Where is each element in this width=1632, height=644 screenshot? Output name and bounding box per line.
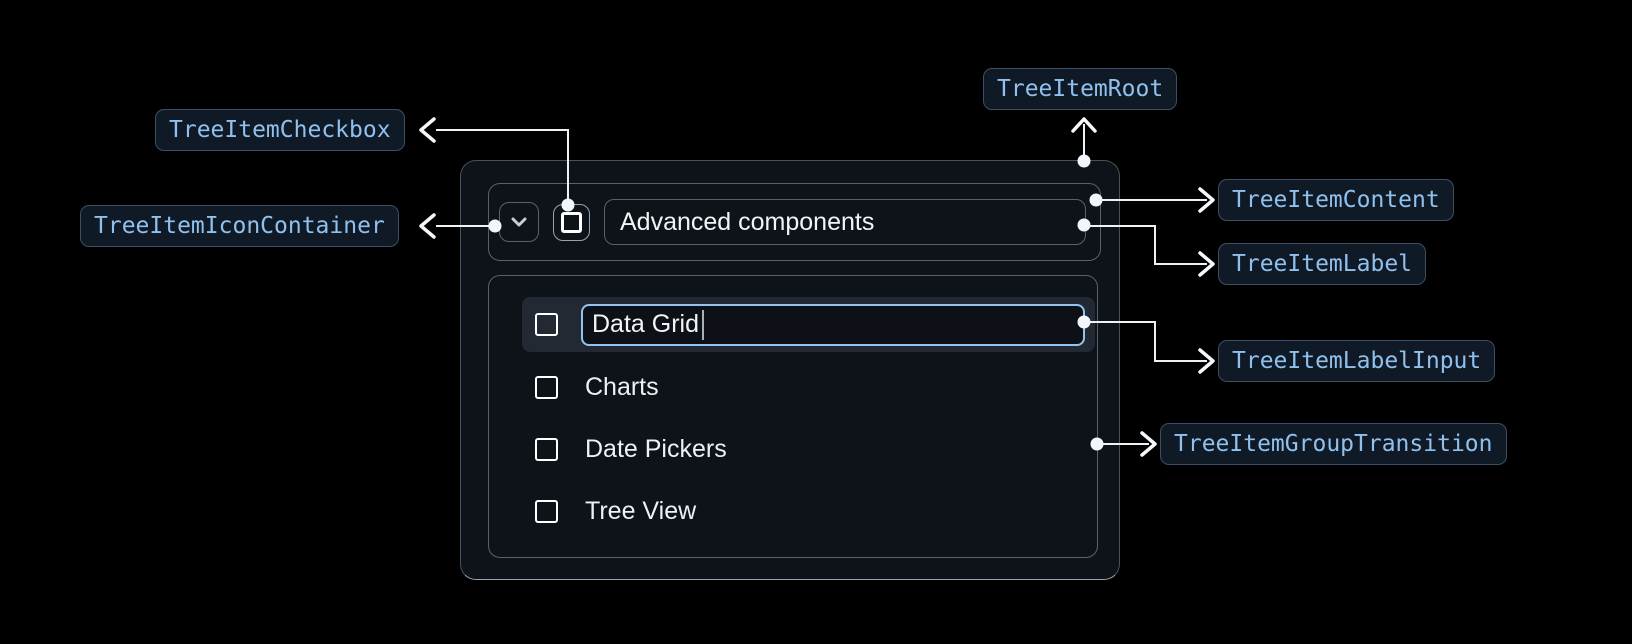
annotation-chip-tree-item-label: TreeItemLabel bbox=[1218, 243, 1427, 285]
annotation-text: TreeItemIconContainer bbox=[94, 213, 385, 239]
item-checkbox[interactable] bbox=[535, 499, 558, 523]
label-input-value: Data Grid bbox=[592, 310, 699, 338]
tree-item-row[interactable]: Date Pickers bbox=[489, 418, 1097, 480]
annotation-text: TreeItemGroupTransition bbox=[1174, 431, 1493, 457]
tree-item-content[interactable]: Advanced components bbox=[488, 183, 1101, 261]
annotation-text: TreeItemRoot bbox=[997, 76, 1164, 102]
item-label-text: Charts bbox=[585, 372, 659, 401]
tree-item-row[interactable]: Tree View bbox=[489, 480, 1097, 542]
tree-item-row-editing[interactable]: Data Grid bbox=[522, 297, 1095, 352]
checkbox-unchecked-icon bbox=[561, 211, 582, 233]
text-cursor bbox=[701, 309, 705, 340]
annotation-chip-tree-item-label-input: TreeItemLabelInput bbox=[1218, 340, 1496, 382]
chevron-down-icon bbox=[511, 217, 527, 227]
annotation-chip-tree-item-group-transition: TreeItemGroupTransition bbox=[1160, 423, 1507, 465]
annotation-chip-tree-item-checkbox: TreeItemCheckbox bbox=[155, 109, 405, 151]
annotation-chip-tree-item-root: TreeItemRoot bbox=[983, 68, 1178, 110]
annotation-text: TreeItemLabelInput bbox=[1232, 348, 1482, 374]
tree-item-row[interactable]: Charts bbox=[489, 356, 1097, 418]
annotation-text: TreeItemLabel bbox=[1232, 251, 1413, 277]
annotation-text: TreeItemContent bbox=[1232, 187, 1440, 213]
annotation-chip-tree-item-content: TreeItemContent bbox=[1218, 179, 1454, 221]
item-checkbox[interactable] bbox=[535, 437, 558, 461]
tree-item-label-input[interactable]: Data Grid bbox=[581, 303, 1085, 346]
parent-label-text: Advanced components bbox=[620, 207, 875, 236]
annotation-text: TreeItemCheckbox bbox=[169, 117, 391, 143]
tree-item-label[interactable]: Advanced components bbox=[604, 199, 1086, 245]
annotation-chip-tree-item-icon-container: TreeItemIconContainer bbox=[80, 205, 399, 247]
item-label-text: Tree View bbox=[585, 496, 697, 525]
tree-item-group-transition: Data Grid Charts Date Pickers Tree View bbox=[488, 275, 1098, 558]
tree-item-root: Advanced components Data Grid Charts Dat… bbox=[460, 160, 1120, 580]
item-checkbox[interactable] bbox=[535, 313, 558, 336]
tree-item-checkbox[interactable] bbox=[553, 203, 590, 241]
item-checkbox[interactable] bbox=[535, 375, 558, 399]
tree-item-icon-container[interactable] bbox=[499, 202, 539, 242]
item-label-text: Date Pickers bbox=[585, 434, 727, 463]
